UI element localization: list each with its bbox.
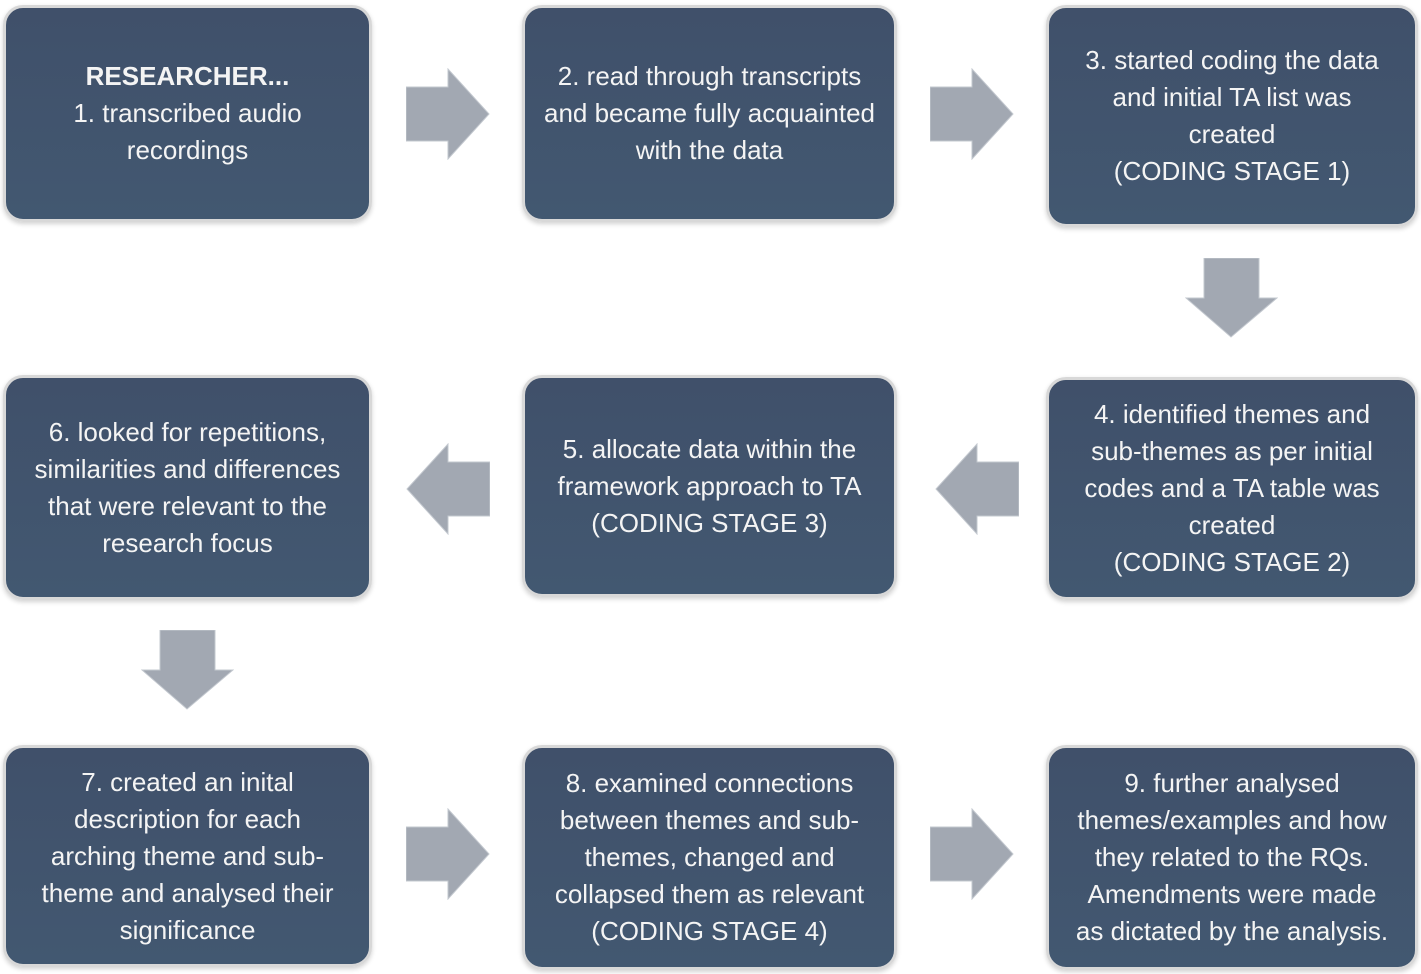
process-box-2: 2. read through transcripts and became f… [522, 5, 897, 222]
box-heading: RESEARCHER... [85, 61, 290, 91]
process-box-1-text: RESEARCHER... 1. transcribed audio recor… [52, 58, 324, 169]
process-box-3-text: 3. started coding the data and initial T… [1066, 42, 1398, 190]
arrow-down-icon [141, 630, 234, 710]
arrow-left-icon [406, 443, 490, 535]
arrow-left-icon [935, 443, 1019, 535]
arrow-right-icon [930, 808, 1014, 900]
process-box-9-text: 9. further analysed themes/examples and … [1071, 765, 1393, 950]
process-box-4-text: 4. identified themes and sub-themes as p… [1068, 396, 1396, 581]
box-body: 1. transcribed audio recordings [73, 98, 302, 165]
box-body: 2. read through transcripts and became f… [543, 61, 875, 165]
arrow-right-icon [930, 68, 1014, 160]
coding-stage-label: (CODING STAGE 3) [591, 507, 828, 538]
arrow-right-icon [406, 68, 490, 160]
box-body: 3. started coding the data and initial T… [1085, 45, 1379, 149]
box-body: 8. examined connections between themes a… [554, 768, 865, 909]
arrow-5-to-6 [406, 443, 490, 535]
process-box-3: 3. started coding the data and initial T… [1046, 5, 1418, 227]
arrow-right-icon [406, 808, 490, 900]
arrow-down-icon [1185, 258, 1278, 338]
process-box-5: 5. allocate data within the framework ap… [522, 375, 897, 597]
process-box-4: 4. identified themes and sub-themes as p… [1046, 377, 1418, 600]
arrow-2-to-3 [930, 68, 1014, 160]
arrow-8-to-9 [930, 808, 1014, 900]
process-box-1: RESEARCHER... 1. transcribed audio recor… [3, 5, 372, 222]
process-box-6: 6. looked for repetitions, similarities … [3, 375, 372, 600]
process-box-6-text: 6. looked for repetitions, similarities … [12, 414, 364, 562]
coding-stage-label: (CODING STAGE 4) [591, 916, 828, 946]
box-body: 7. created an inital description for eac… [41, 766, 334, 945]
process-box-8: 8. examined connections between themes a… [522, 745, 897, 970]
process-box-9: 9. further analysed themes/examples and … [1046, 745, 1418, 970]
arrow-4-to-5 [935, 443, 1019, 535]
arrow-6-to-7 [141, 630, 234, 710]
coding-stage-label: (CODING STAGE 2) [1113, 547, 1351, 577]
process-box-5-text: 5. allocate data within the framework ap… [536, 431, 884, 542]
arrow-1-to-2 [406, 68, 490, 160]
box-body: 5. allocate data within the framework ap… [557, 433, 862, 501]
arrow-7-to-8 [406, 808, 490, 900]
box-body: 9. further analysed themes/examples and … [1075, 768, 1389, 946]
process-box-7-text: 7. created an inital description for eac… [29, 764, 347, 949]
process-box-7: 7. created an inital description for eac… [3, 745, 372, 967]
box-body: 6. looked for repetitions, similarities … [34, 416, 341, 558]
box-body: 4. identified themes and sub-themes as p… [1084, 399, 1380, 540]
coding-stage-label: (CODING STAGE 1) [1113, 156, 1351, 186]
process-box-2-text: 2. read through transcripts and became f… [536, 58, 884, 169]
process-box-8-text: 8. examined connections between themes a… [541, 765, 879, 950]
arrow-3-to-4 [1185, 258, 1278, 338]
